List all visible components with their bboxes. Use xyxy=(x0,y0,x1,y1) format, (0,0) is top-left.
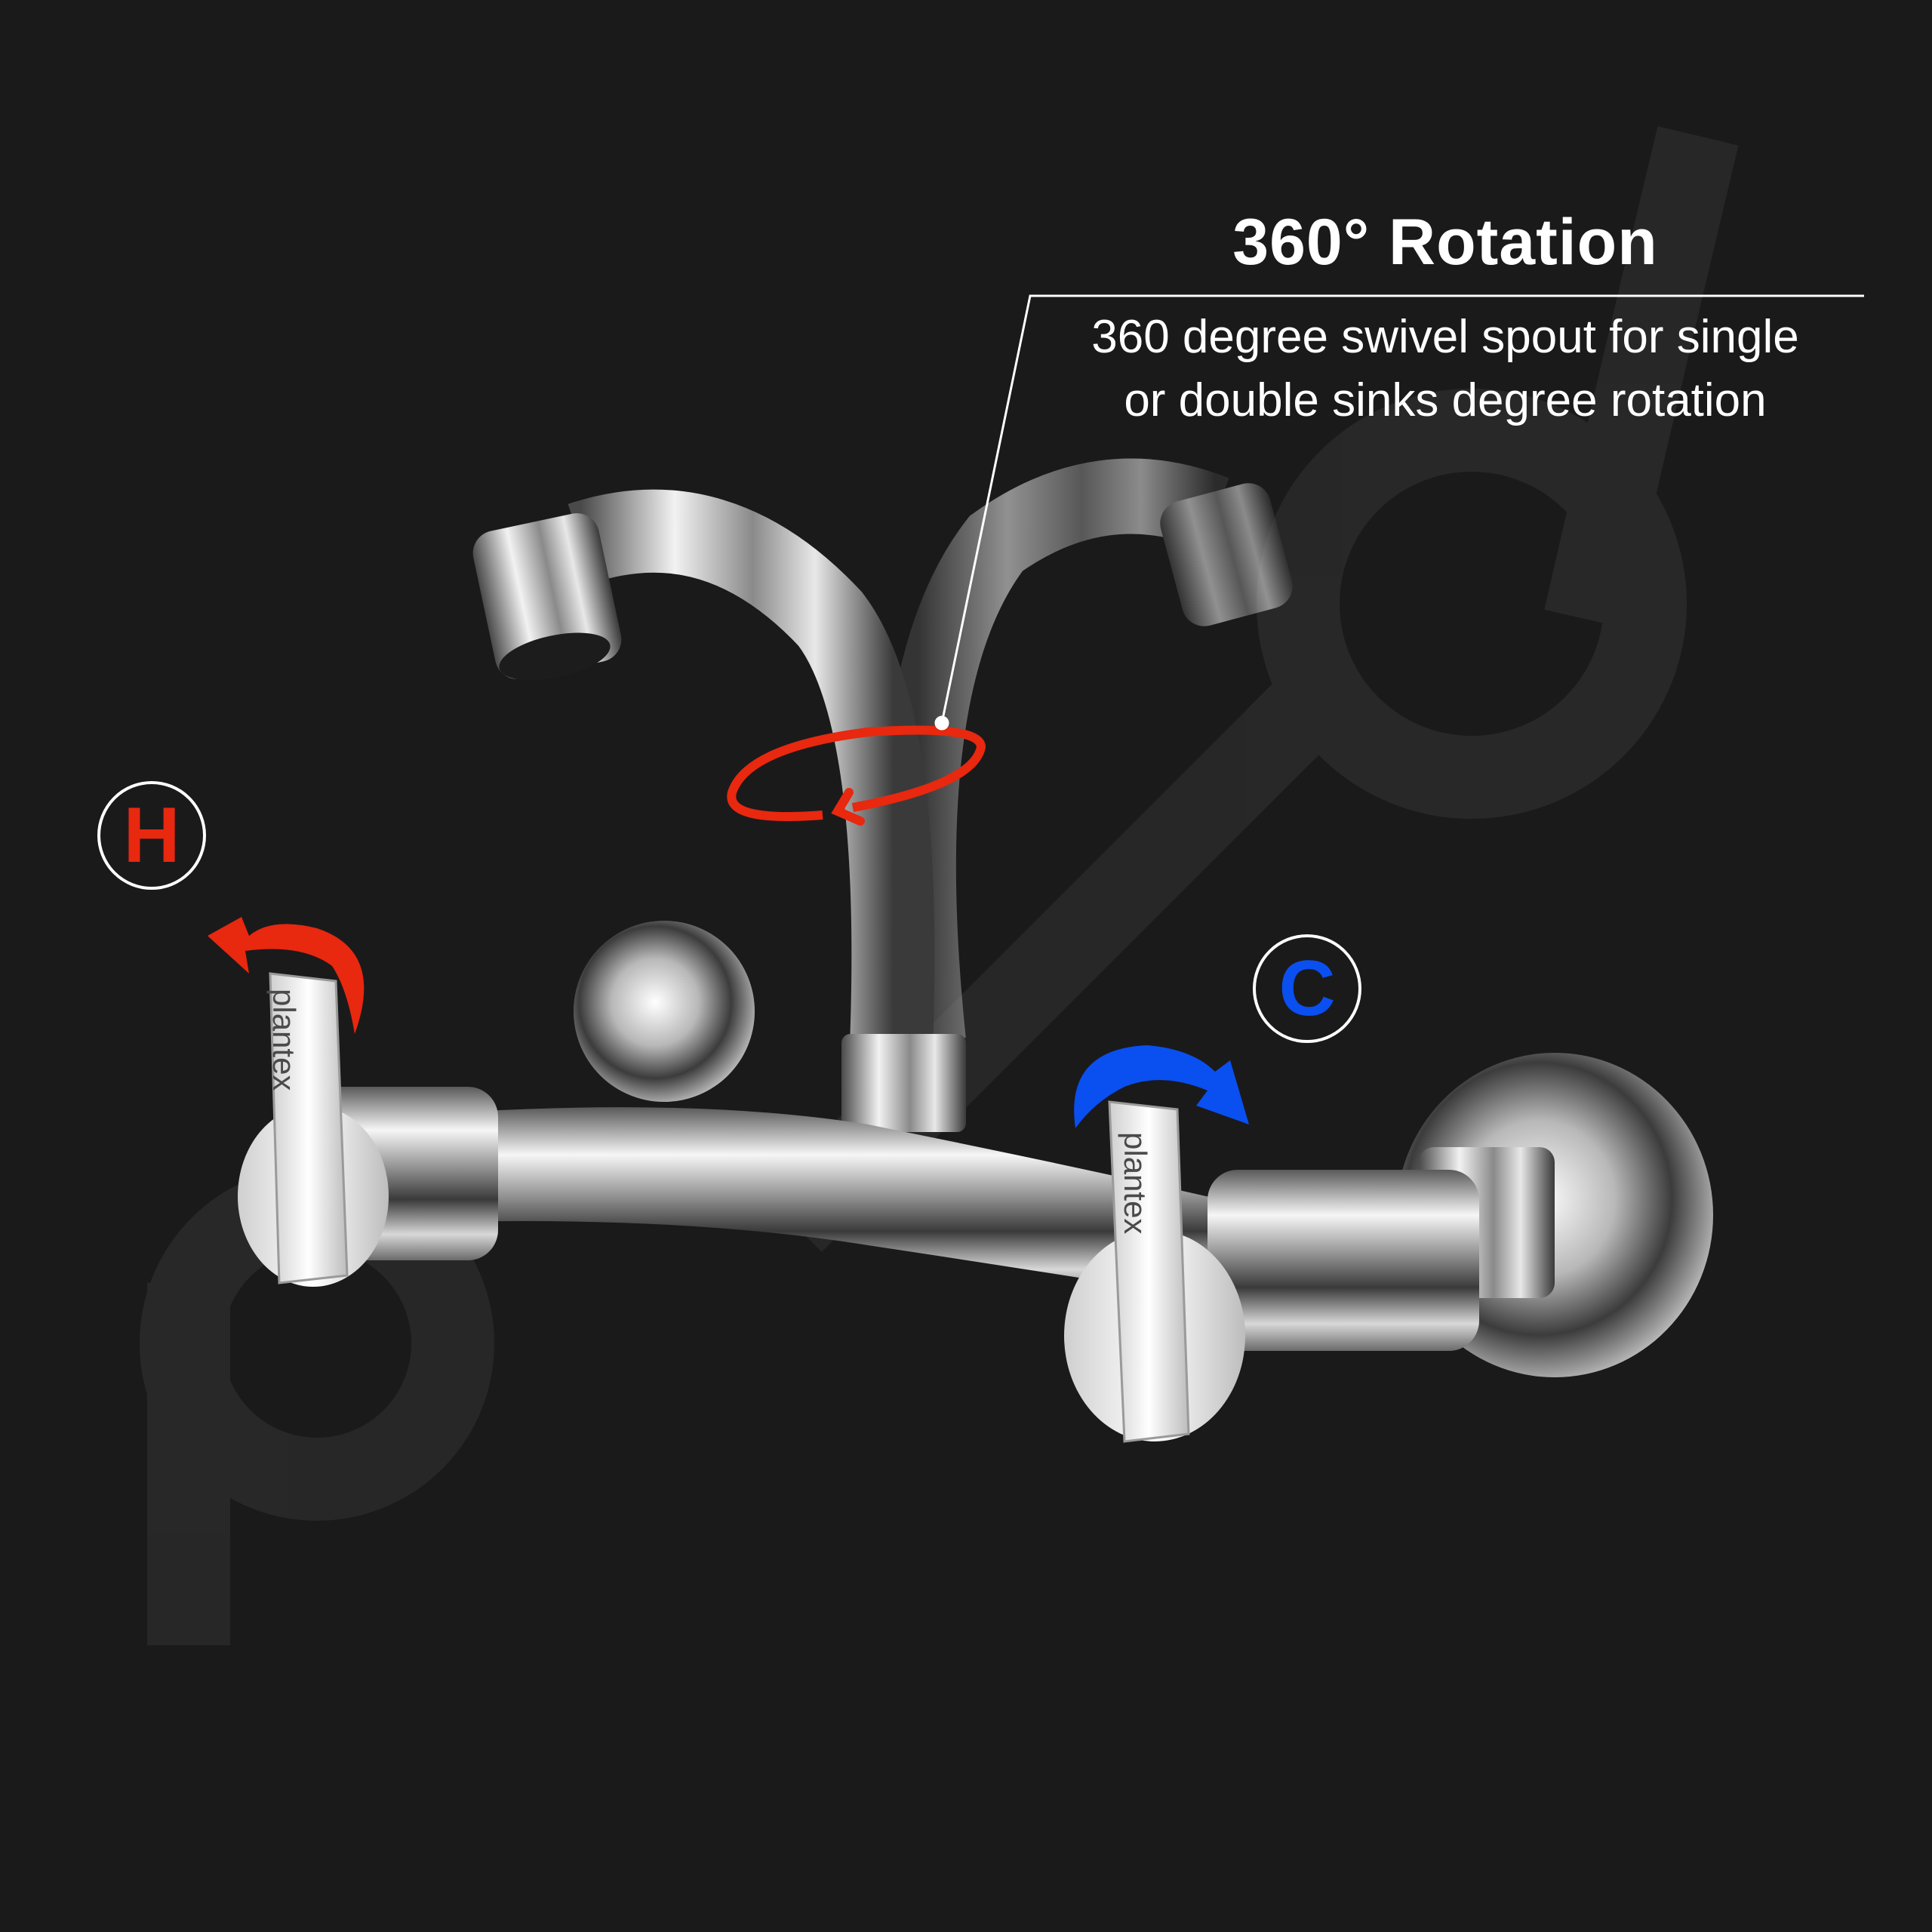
callout-description: 360 degree swivel spout for single or do… xyxy=(1026,306,1864,432)
curved-arrow-left-icon xyxy=(208,917,365,1034)
callout-title: 360° Rotation xyxy=(1232,206,1658,278)
left-wall-flange xyxy=(574,921,755,1102)
curved-arrow-right-icon xyxy=(1074,1045,1249,1128)
hot-handle-brand-label: plantex xyxy=(266,989,302,1091)
cold-handle-brand-label: plantex xyxy=(1118,1132,1153,1235)
callout-leader-line xyxy=(934,294,1864,731)
hot-valve xyxy=(238,972,498,1287)
hot-badge-letter: H xyxy=(123,792,180,879)
cold-badge-letter: C xyxy=(1278,945,1336,1032)
cold-valve xyxy=(1064,1100,1479,1443)
callout-description-line: or double sinks degree rotation xyxy=(1124,374,1767,426)
cold-badge-circle xyxy=(1253,934,1361,1043)
callout-description-line: 360 degree swivel spout for single xyxy=(1091,311,1799,363)
spout xyxy=(472,489,966,1132)
hot-badge-circle xyxy=(97,781,206,890)
rotation-arrow-icon xyxy=(727,725,986,826)
mixer-body xyxy=(392,1107,1223,1298)
